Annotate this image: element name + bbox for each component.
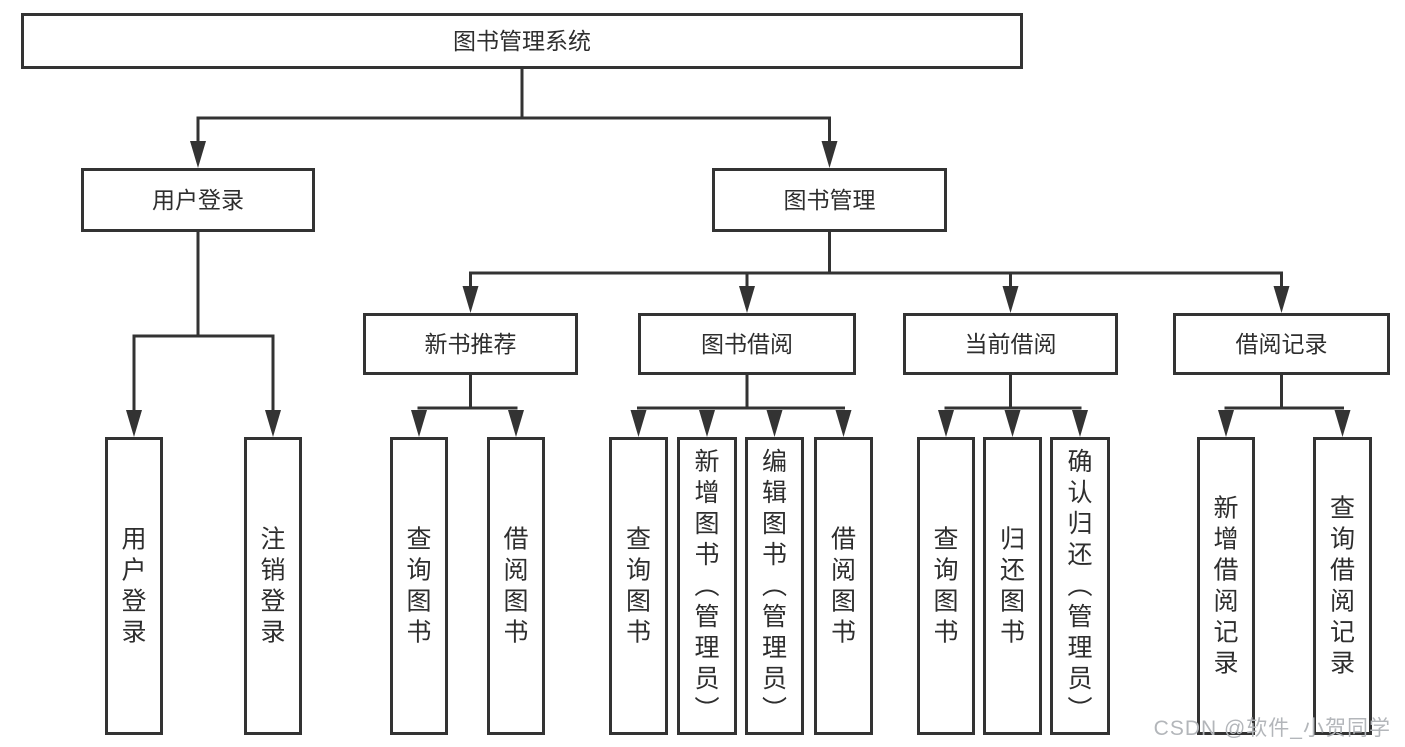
node-label: 查询借阅记录 [1330,495,1355,678]
node-cb-query: 查询图书 [917,437,975,735]
node-box [1197,437,1255,735]
node-label: 当前借阅 [965,331,1057,357]
edge-user-login [126,232,281,437]
arrowhead-icon [1072,410,1088,437]
node-cb-return: 归还图书 [983,437,1042,735]
node-box [244,437,302,735]
edge-root [190,69,838,168]
edge-current-borrow [938,375,1088,437]
node-bh-query: 查询借阅记录 [1313,437,1372,735]
arrowhead-icon [411,410,427,437]
node-box [814,437,873,735]
node-box [21,13,1023,69]
node-book-borrow: 图书借阅 [638,313,856,375]
node-bb-borrow: 借阅图书 [814,437,873,735]
arrowhead-icon [1273,286,1290,313]
arrowhead-icon [699,410,715,437]
arrowhead-icon [508,410,524,437]
node-borrow-history: 借阅记录 [1173,313,1390,375]
node-box [917,437,975,735]
node-cb-confirm: 确认归还︵管理员︶ [1050,437,1110,735]
node-bb-add: 新增图书︵管理员︶ [677,437,737,735]
edge-new-book-rec [411,375,524,437]
arrowhead-icon [766,410,783,437]
arrowhead-icon [1002,286,1019,313]
node-label: 新增借阅记录 [1213,495,1238,678]
node-ul-login: 用户登录 [105,437,163,735]
node-box [1050,437,1110,735]
node-label: 归还图书 [1000,526,1025,647]
node-user-login: 用户登录 [81,168,315,232]
node-label: 注销登录 [260,526,285,647]
node-root: 图书管理系统 [21,13,1023,69]
node-label: 用户登录 [121,526,146,647]
node-new-book-rec: 新书推荐 [363,313,578,375]
node-label: 图书借阅 [701,331,793,357]
node-box [903,313,1118,375]
node-box [677,437,737,735]
node-box [105,437,163,735]
csdn-watermark: CSDN @软件_小贺同学 [1153,717,1391,740]
node-label: 图书管理系统 [453,28,591,54]
arrowhead-icon [835,410,852,437]
arrowhead-icon [190,141,206,168]
node-current-borrow: 当前借阅 [903,313,1118,375]
node-box [390,437,448,735]
node-label: 用户登录 [152,187,244,213]
node-box [1173,313,1390,375]
node-label: 查询图书 [406,526,431,647]
node-ul-logout: 注销登录 [244,437,302,735]
arrowhead-icon [126,410,142,437]
edge-book-borrow [630,375,852,437]
node-book-mgmt: 图书管理 [712,168,947,232]
arrowhead-icon [938,410,954,437]
arrowhead-icon [1218,410,1234,437]
node-label: 确认归还︵管理员︶ [1067,448,1092,724]
edge-borrow-history [1218,375,1351,437]
arrowhead-icon [265,410,281,437]
node-box [609,437,668,735]
node-box [745,437,804,735]
node-bh-add: 新增借阅记录 [1197,437,1255,735]
node-nbr-query: 查询图书 [390,437,448,735]
edge-book-mgmt [462,232,1290,313]
arrowhead-icon [462,286,479,313]
node-box [363,313,578,375]
node-box [487,437,545,735]
node-box [983,437,1042,735]
node-label: 借阅图书 [831,526,856,647]
node-box [712,168,947,232]
node-label: 查询图书 [626,526,651,647]
node-label: 图书管理 [784,187,876,213]
node-label: 查询图书 [933,526,958,647]
node-label: 借阅图书 [503,526,528,647]
arrowhead-icon [739,286,755,313]
arrowhead-icon [630,410,647,437]
arrowhead-icon [1004,410,1021,437]
node-bb-query: 查询图书 [609,437,668,735]
node-label: 借阅记录 [1236,331,1328,357]
node-label: 新书推荐 [425,331,517,357]
node-label: 编辑图书︵管理员︶ [762,448,787,724]
node-box [81,168,315,232]
node-bb-edit: 编辑图书︵管理员︶ [745,437,804,735]
node-nbr-borrow: 借阅图书 [487,437,545,735]
arrowhead-icon [821,141,838,168]
node-box [1313,437,1372,735]
node-label: 新增图书︵管理员︶ [694,448,719,724]
node-box [638,313,856,375]
arrowhead-icon [1334,410,1351,437]
